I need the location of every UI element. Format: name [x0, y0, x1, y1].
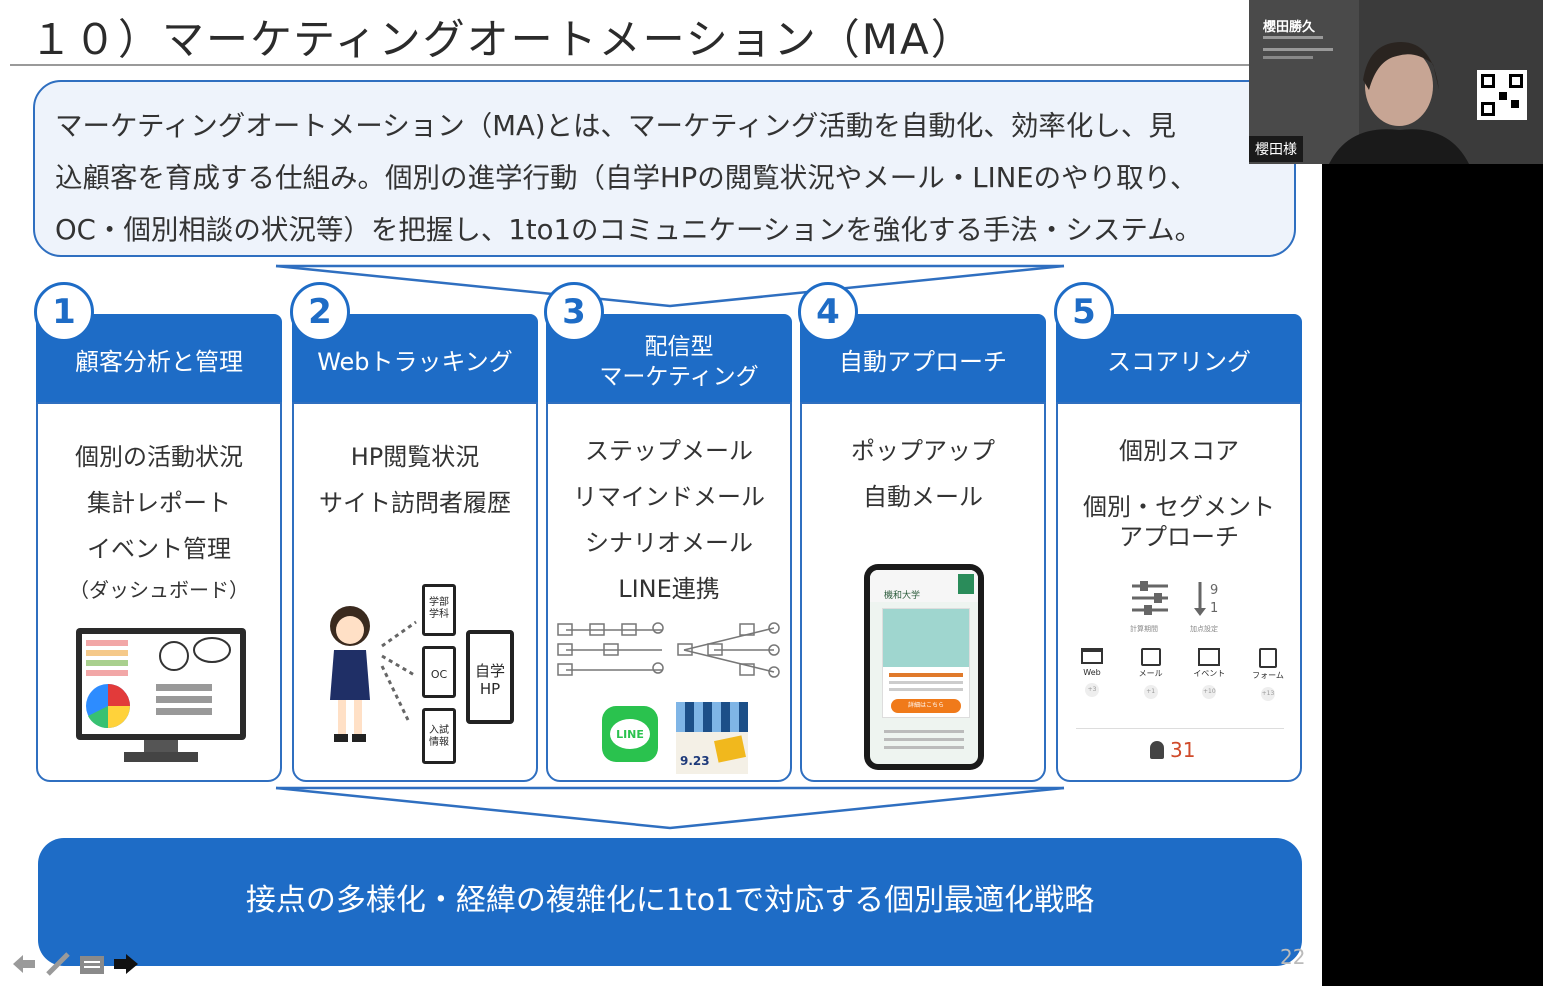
step-number-4: 4	[798, 282, 858, 342]
slide: １０）マーケティングオートメーション（MA） マーケティングオートメーション（M…	[0, 0, 1322, 986]
smartphone-popup-image: 機和大学 詳細はこちら	[864, 564, 984, 770]
definition-line-3: OC・個別相談の状況等）を把握し、1to1のコミュニケーションを強化する手法・シ…	[55, 214, 1203, 246]
web-window-icon	[1081, 648, 1103, 664]
column-2-item: サイト訪問者履歴	[319, 489, 511, 517]
previous-slide-button[interactable]	[10, 950, 38, 978]
title-divider	[10, 64, 1250, 66]
arrow-left-icon	[13, 955, 35, 973]
pen-tool-button[interactable]	[44, 950, 72, 978]
column-3-body: ステップメール リマインドメール シナリオメール LINE連携	[546, 402, 792, 782]
column-scoring: 5 スコアリング 個別スコア 個別・セグメント アプローチ 計算期間 9 1 加…	[1054, 282, 1302, 782]
svg-text:9: 9	[1210, 583, 1218, 598]
column-1-note: （ダッシュボード）	[69, 578, 249, 602]
step-number-1: 1	[34, 282, 94, 342]
column-3-item: シナリオメール	[585, 529, 753, 557]
dashboard-monitor-icon	[76, 628, 246, 762]
sliders-icon	[1132, 581, 1168, 615]
next-slide-button[interactable]	[112, 950, 140, 978]
qr-code-image	[1477, 70, 1527, 120]
score-channel-form: フォーム +13	[1248, 648, 1288, 701]
sort-down-icon: 9 1	[1194, 582, 1218, 616]
column-1-item: イベント管理	[87, 535, 231, 563]
score-channel-web: Web +3	[1072, 648, 1112, 701]
score-channels: Web +3 メール +1 イベント +10 フォーム +13	[1072, 648, 1288, 701]
column-4-item: ポップアップ	[851, 437, 995, 465]
column-5-body: 個別スコア 個別・セグメント アプローチ 計算期間 9 1 加点設定 Web	[1056, 402, 1302, 782]
conclusion-bar: 接点の多様化・経緯の複雑化に1to1で対応する個別最適化戦略	[38, 838, 1302, 966]
column-4-item: 自動メール	[863, 483, 983, 511]
mail-scenario-network-icon	[557, 622, 780, 678]
presentation-icon	[1198, 648, 1221, 666]
column-3-header-line-2: マーケティング	[599, 364, 759, 390]
mail-icon	[1140, 648, 1161, 666]
student-character-icon	[330, 606, 370, 742]
slide-title: １０）マーケティングオートメーション（MA）	[30, 15, 975, 64]
event-poster-image: 9.23	[676, 702, 748, 774]
column-2-body: HP閲覧状況 サイト訪問者履歴 学部学科 OC 入試情報 自学HP	[292, 402, 538, 782]
webcam-video-tile: 櫻田勝久 櫻田様	[1249, 0, 1543, 164]
column-4-body: ポップアップ 自動メール 機和大学 詳細はこちら	[800, 402, 1046, 782]
column-delivery-marketing: 3 配信型 マーケティング ステップメール リマインドメール シナリオメール L…	[544, 282, 792, 782]
column-3-item: ステップメール	[585, 437, 753, 465]
step-number-2: 2	[290, 282, 350, 342]
line-logo: LINE	[602, 706, 658, 762]
score-channel-mail: メール +1	[1131, 648, 1171, 701]
slideshow-toolbar	[10, 950, 140, 978]
column-5-item: アプローチ	[1119, 523, 1239, 551]
column-1-item: 個別の活動状況	[75, 443, 243, 471]
column-customer-analysis: 1 顧客分析と管理 個別の活動状況 集計レポート イベント管理 （ダッシュボード…	[34, 282, 282, 782]
pen-icon	[46, 952, 70, 976]
definition-line-2: 込顧客を育成する仕組み。個別の進学行動（自学HPの閲覧状況やメール・LINEのや…	[55, 162, 1198, 194]
svg-text:1: 1	[1210, 601, 1218, 616]
top-funnel-arrow	[275, 264, 1065, 308]
tracking-arrows-icon	[380, 620, 417, 721]
column-3-header-line-1: 配信型	[644, 334, 714, 360]
definition-line-1: マーケティングオートメーション（MA)とは、マーケティング活動を自動化、効率化し…	[55, 110, 1176, 142]
column-1-item: 集計レポート	[87, 489, 231, 517]
score-points-label: 加点設定	[1190, 625, 1218, 633]
page-box-admission: 入試情報	[422, 708, 456, 764]
conclusion-text: 接点の多様化・経緯の複雑化に1to1で対応する個別最適化戦略	[245, 883, 1095, 918]
score-period-label: 計算期間	[1130, 625, 1158, 633]
presenter-video-silhouette	[1329, 42, 1469, 164]
column-web-tracking: 2 Webトラッキング HP閲覧状況 サイト訪問者履歴 学部学科	[290, 282, 538, 782]
score-channel-event: イベント +10	[1189, 648, 1229, 701]
arrow-right-icon	[114, 954, 138, 974]
step-number-5: 5	[1054, 282, 1114, 342]
column-3-header: 配信型 マーケティング	[546, 314, 792, 404]
column-3-item: LINE連携	[618, 575, 720, 603]
definition-box: マーケティングオートメーション（MA)とは、マーケティング活動を自動化、効率化し…	[33, 80, 1296, 257]
form-edit-icon	[1258, 648, 1277, 668]
column-5-item: 個別・セグメント	[1083, 493, 1275, 521]
column-auto-approach: 4 自動アプローチ ポップアップ 自動メール 機和大学 詳細はこちら	[798, 282, 1046, 782]
page-box-oc: OC	[422, 646, 456, 698]
step-number-3: 3	[544, 282, 604, 342]
person-icon	[1150, 741, 1164, 759]
page-number: 22	[1280, 945, 1306, 969]
school-hp-box: 自学HP	[466, 630, 514, 724]
column-3-item: リマインドメール	[573, 483, 765, 511]
slide-menu-button[interactable]	[78, 950, 106, 978]
column-5-item: 個別スコア	[1119, 437, 1239, 465]
bottom-funnel-arrow	[275, 786, 1065, 830]
participant-name-tag: 櫻田様	[1249, 136, 1303, 162]
total-score: 31	[1150, 738, 1195, 762]
page-box-faculty: 学部学科	[422, 584, 456, 636]
slides-menu-icon	[80, 956, 104, 974]
presenter-name: 櫻田勝久	[1263, 20, 1316, 35]
column-2-item: HP閲覧状況	[350, 443, 480, 471]
column-1-body: 個別の活動状況 集計レポート イベント管理 （ダッシュボード）	[36, 402, 282, 782]
